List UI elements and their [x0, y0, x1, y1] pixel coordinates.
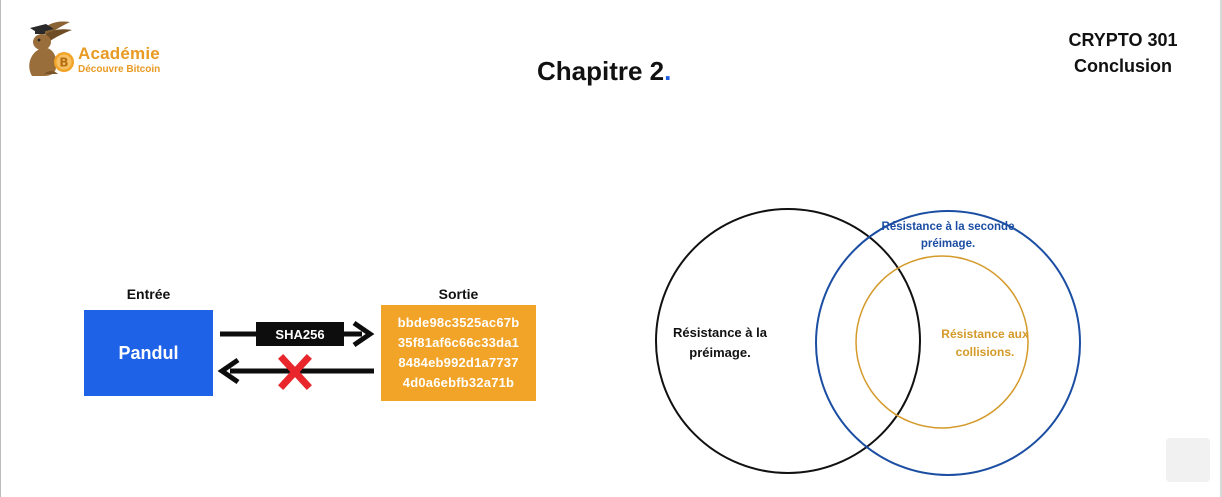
- logo-subtitle: Découvre Bitcoin: [78, 64, 161, 75]
- hash-line: bbde98c3525ac67b: [397, 315, 520, 330]
- chapter-dot: .: [664, 56, 672, 86]
- second-preimage-resistance-label: Résistance à la seconde préimage.: [881, 221, 1015, 250]
- rabbit-mascot-icon: B: [29, 21, 74, 76]
- preimage-resistance-label: Résistance à la préimage.: [673, 325, 767, 360]
- course-heading: CRYPTO 301 Conclusion: [1048, 27, 1198, 79]
- sha256-label: SHA256: [256, 322, 344, 346]
- input-box: Pandul: [84, 310, 213, 396]
- corner-watermark-icon: [1166, 438, 1210, 482]
- page-edge-left: [0, 0, 1, 497]
- hash-line: 35f81af6c66c33da1: [397, 335, 520, 350]
- output-label: Sortie: [438, 286, 479, 302]
- forward-arrow-head: [352, 320, 375, 348]
- chapter-text: Chapitre 2: [537, 56, 665, 86]
- hash-line: 8484eb992d1a7737: [398, 355, 519, 370]
- collisions-circle: [855, 255, 1029, 429]
- coin-symbol: B: [59, 56, 68, 70]
- logo-title: Académie: [78, 44, 160, 63]
- page-edge-right: [1220, 0, 1222, 497]
- backward-arrow-head: [217, 357, 240, 385]
- output-box: bbde98c3525ac67b 35f81af6c66c33da1 8484e…: [381, 305, 536, 401]
- course-section: Conclusion: [1074, 56, 1172, 76]
- hash-line: 4d0a6ebfb32a71b: [402, 375, 515, 390]
- course-code: CRYPTO 301: [1068, 30, 1178, 50]
- cross-icon: [278, 354, 312, 390]
- second-preimage-circle: [815, 210, 1081, 476]
- collision-resistance-label: Résistance aux collisions.: [941, 327, 1029, 359]
- preimage-circle: [655, 208, 921, 474]
- input-value: Pandul: [118, 342, 179, 363]
- venn-diagram: [655, 208, 1081, 476]
- input-label: Entrée: [126, 286, 171, 302]
- academie-logo: B Académie Découvre Bitcoin: [22, 18, 182, 80]
- chapter-title: Chapitre 2.: [537, 56, 671, 87]
